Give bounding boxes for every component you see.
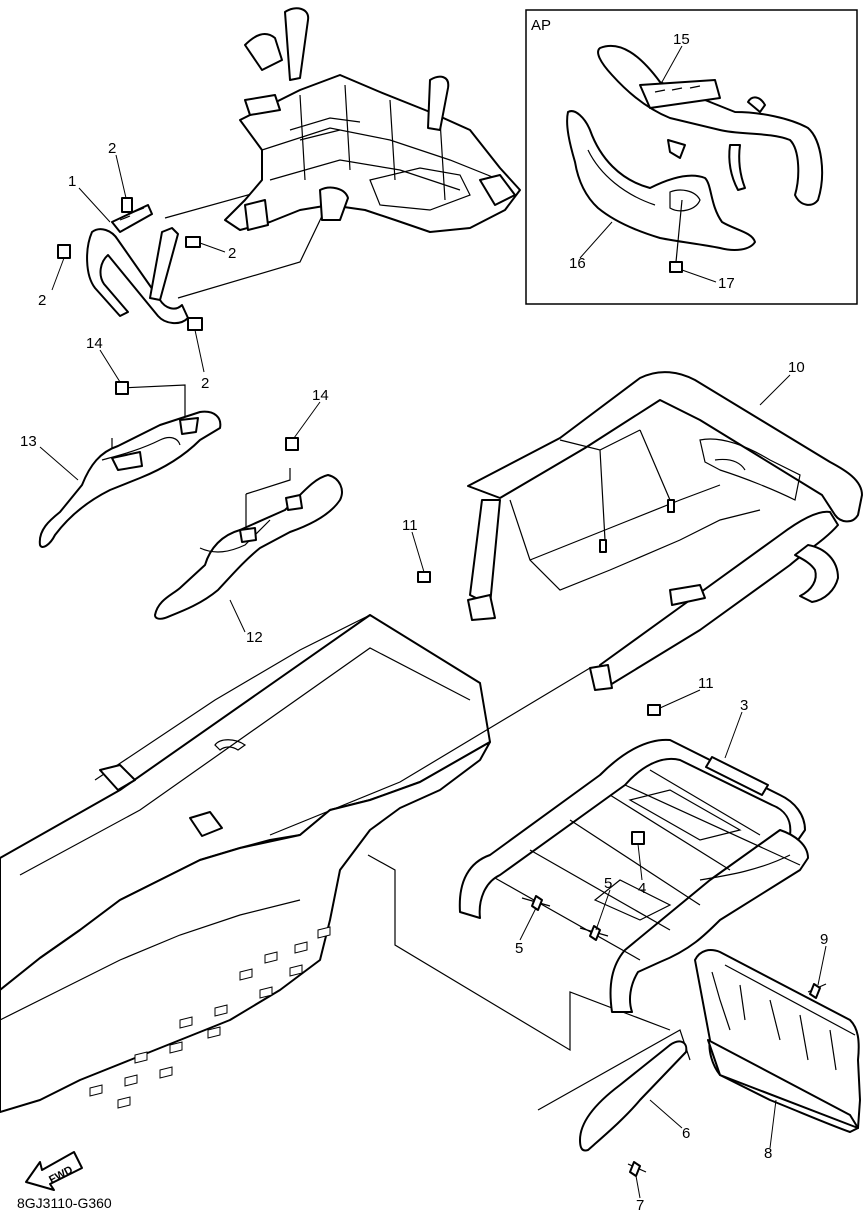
- part-2-bolts: [57, 197, 203, 331]
- chassis-holes: [89, 926, 331, 1109]
- part-13-side-cover: [38, 384, 222, 548]
- part-17-bolt: [669, 199, 683, 273]
- callout-5b: 5: [604, 875, 612, 892]
- callout-2d: 2: [201, 375, 209, 392]
- callout-4: 4: [638, 880, 646, 897]
- part-11-bolts: [417, 571, 661, 716]
- callout-7: 7: [636, 1197, 644, 1213]
- callout-3: 3: [740, 697, 748, 714]
- callout-13: 13: [20, 433, 37, 450]
- part-1-front-bumper: [86, 204, 189, 324]
- ap-inset-label: AP: [531, 17, 551, 34]
- callout-10: 10: [788, 359, 805, 376]
- callout-16: 16: [569, 255, 586, 272]
- callout-2c: 2: [228, 245, 236, 262]
- part-16-skid-plate: [566, 110, 756, 251]
- callout-8: 8: [764, 1145, 772, 1162]
- leader-lines: [39, 45, 827, 1199]
- part-4-bolt: [631, 831, 645, 845]
- front-frame-assembly: [164, 7, 521, 299]
- callout-2a: 2: [108, 140, 116, 157]
- callout-15: 15: [673, 31, 690, 48]
- callout-17: 17: [718, 275, 735, 292]
- part-9-rivet: [807, 983, 827, 999]
- ap-inset: AP: [525, 9, 858, 305]
- callout-11b: 11: [698, 675, 714, 692]
- callout-1: 1: [68, 173, 76, 190]
- part-15-guard-bar: [597, 44, 824, 206]
- callout-11a: 11: [402, 517, 418, 534]
- callout-9: 9: [820, 931, 828, 948]
- callout-numbers: 1 2 2 2 2 3 4 5 5 6 7 8 9 10 11 11 12 13…: [20, 31, 828, 1213]
- fwd-arrow-icon: FWD: [25, 1151, 83, 1191]
- part-7-rivet: [627, 1161, 647, 1177]
- callout-14a: 14: [86, 335, 103, 352]
- reference-outline-lower: [367, 854, 671, 1052]
- reference-outline: [269, 667, 591, 836]
- callout-12: 12: [246, 629, 263, 646]
- callout-2b: 2: [38, 292, 46, 309]
- part-10-rear-frame: [467, 371, 863, 691]
- diagram-code: 8GJ3110-G360: [17, 1195, 112, 1211]
- part-3-rear-rack: [458, 738, 809, 1013]
- part-12-side-cover: [154, 468, 343, 620]
- part-8-mud-flap: [694, 949, 861, 1133]
- vehicle-chassis: [0, 614, 491, 1113]
- callout-5a: 5: [515, 940, 523, 957]
- part-5-rivets: [521, 895, 609, 941]
- callout-6: 6: [682, 1125, 690, 1142]
- callout-14b: 14: [312, 387, 329, 404]
- part-6-flap: [537, 1029, 691, 1152]
